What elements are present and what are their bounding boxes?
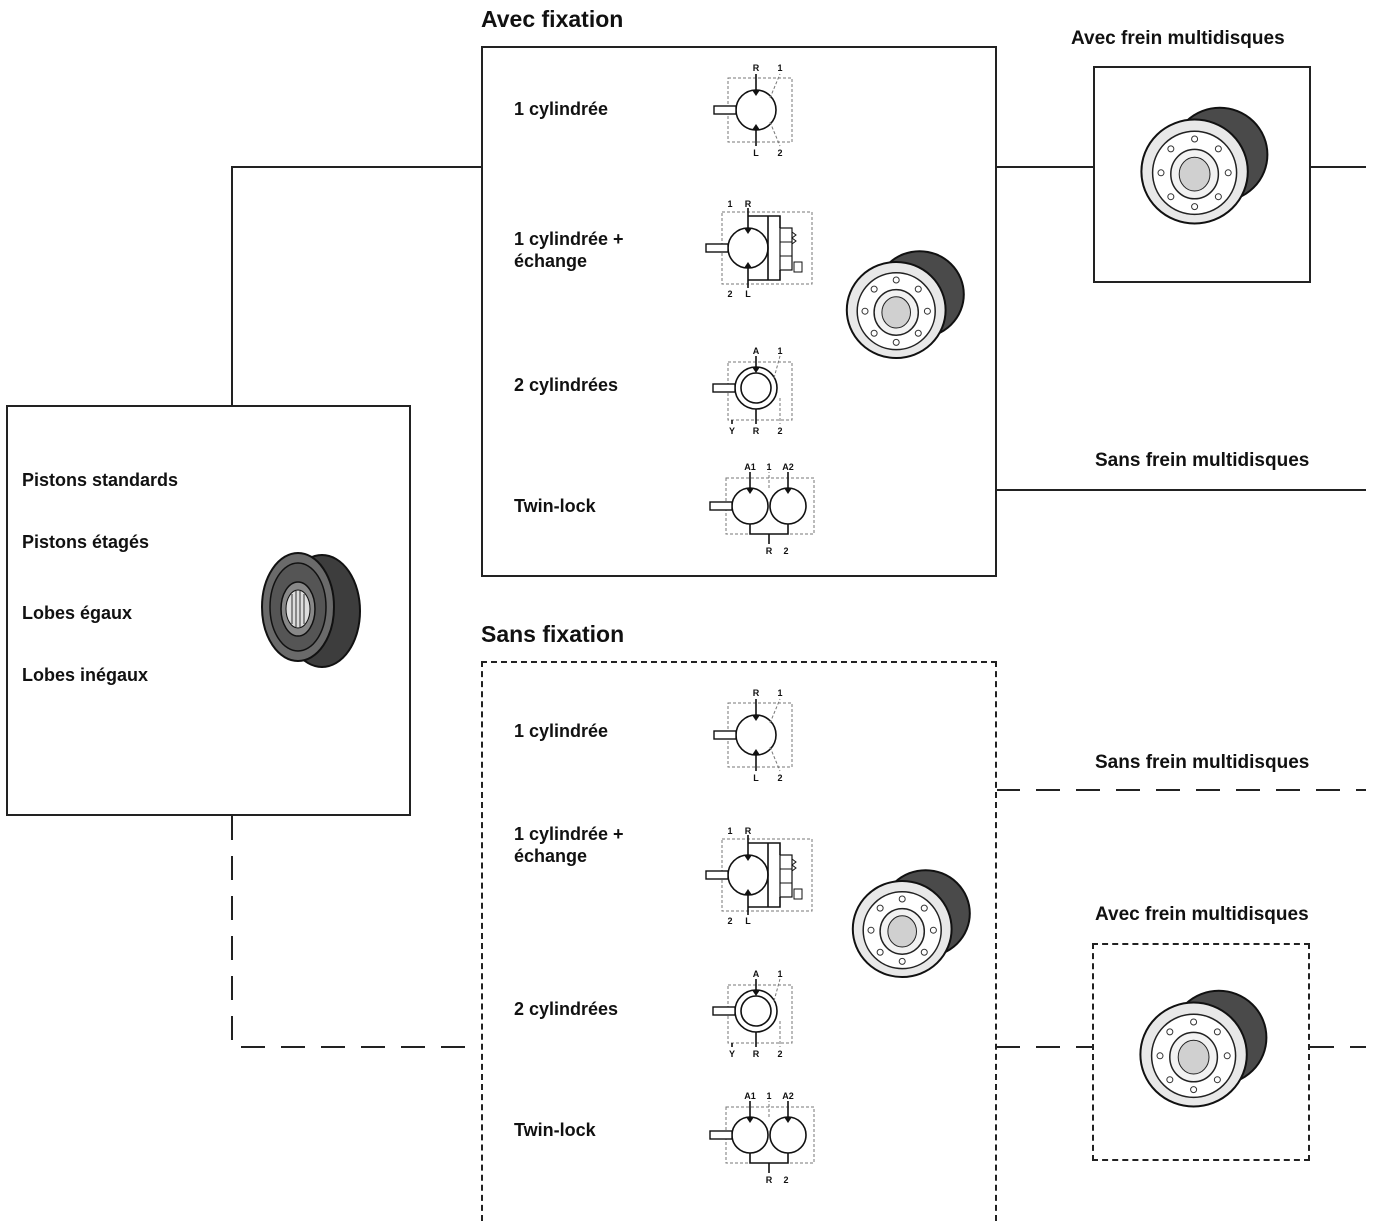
svg-text:R: R — [753, 1049, 760, 1059]
svg-text:R: R — [745, 826, 752, 836]
svg-text:R: R — [766, 546, 773, 556]
svg-text:1: 1 — [727, 199, 732, 209]
svg-text:Y: Y — [729, 426, 735, 436]
base-motor-illustration — [261, 552, 361, 668]
svg-text:1: 1 — [777, 63, 782, 73]
svg-text:2: 2 — [777, 426, 782, 436]
top-brake-box — [1093, 66, 1311, 283]
svg-text:A: A — [753, 969, 760, 979]
svg-text:1: 1 — [766, 1091, 771, 1101]
svg-text:2: 2 — [783, 546, 788, 556]
svg-text:L: L — [753, 773, 759, 783]
with-mounting-title: Avec fixation — [481, 6, 624, 32]
svg-text:A1: A1 — [744, 1091, 756, 1101]
single-displacement-motor-symbol: R 1L 2 — [713, 688, 793, 783]
with-mounting-box: 1 cylindrée 1 cylindrée + échange 2 cyli… — [481, 46, 997, 577]
svg-text:2: 2 — [727, 916, 732, 926]
single-displacement-motor-symbol: R 1L 2 — [713, 63, 793, 158]
top-without-brake-label: Sans frein multidisques — [1095, 450, 1310, 471]
without-mounting-row-twin: Twin-lock — [514, 1120, 596, 1140]
top-with-brake-label: Avec frein multidisques — [1071, 28, 1285, 49]
svg-text:L: L — [745, 916, 751, 926]
svg-text:1: 1 — [727, 826, 732, 836]
svg-text:A1: A1 — [744, 462, 756, 472]
base-item-unequal-lobes: Lobes inégaux — [22, 665, 149, 685]
base-item-equal-lobes: Lobes égaux — [22, 603, 133, 623]
connector-solid-base-to-with-mounting — [231, 166, 482, 406]
svg-text:A2: A2 — [782, 1091, 794, 1101]
motor-with-brake-illustration — [1140, 106, 1269, 225]
motor-with-mounting-illustration — [845, 250, 965, 359]
svg-text:L: L — [753, 148, 759, 158]
base-item-standard-pistons: Pistons standards — [22, 470, 179, 490]
bottom-without-brake-label: Sans frein multidisques — [1095, 752, 1310, 773]
svg-text:L: L — [745, 289, 751, 299]
svg-text:R: R — [745, 199, 752, 209]
motor-without-mounting-illustration — [851, 869, 971, 978]
flushing-motor-symbol: 1 R 2 L — [705, 199, 813, 299]
base-item-stepped-pistons: Pistons étagés — [22, 532, 150, 552]
dual-displacement-motor-symbol: A 1Y R 2 — [712, 969, 793, 1059]
bottom-brake-box — [1092, 943, 1310, 1161]
svg-text:2: 2 — [777, 148, 782, 158]
svg-text:2: 2 — [727, 289, 732, 299]
svg-text:1: 1 — [777, 346, 782, 356]
svg-text:R: R — [753, 688, 760, 698]
svg-text:R: R — [766, 1175, 773, 1185]
flushing-motor-symbol: 1 R 2 L — [705, 826, 813, 926]
svg-text:Y: Y — [729, 1049, 735, 1059]
with-mounting-row-flushing: 1 cylindrée + échange — [514, 229, 624, 271]
svg-text:2: 2 — [777, 773, 782, 783]
dual-displacement-motor-symbol: A 1Y R 2 — [712, 346, 793, 436]
without-mounting-title: Sans fixation — [481, 621, 625, 647]
svg-text:1: 1 — [766, 462, 771, 472]
svg-text:1: 1 — [777, 688, 782, 698]
svg-text:A2: A2 — [782, 462, 794, 472]
with-mounting-row-dual: 2 cylindrées — [514, 375, 619, 395]
without-mounting-row-flushing: 1 cylindrée + échange — [514, 824, 624, 866]
without-mounting-row-single: 1 cylindrée — [514, 721, 609, 741]
motor-with-brake-illustration — [1139, 989, 1268, 1108]
svg-text:1: 1 — [777, 969, 782, 979]
svg-text:R: R — [753, 426, 760, 436]
bottom-with-brake-label: Avec frein multidisques — [1095, 904, 1309, 925]
without-mounting-row-dual: 2 cylindrées — [514, 999, 619, 1019]
without-mounting-box: 1 cylindrée 1 cylindrée + échange 2 cyli… — [481, 661, 997, 1221]
svg-text:2: 2 — [777, 1049, 782, 1059]
with-mounting-row-single: 1 cylindrée — [514, 99, 609, 119]
svg-text:R: R — [753, 63, 760, 73]
with-mounting-row-twin: Twin-lock — [514, 496, 596, 516]
svg-text:A: A — [753, 346, 760, 356]
svg-text:2: 2 — [783, 1175, 788, 1185]
connector-lines — [231, 166, 1366, 1048]
base-motor-box: Pistons standards Pistons étagés Lobes é… — [6, 405, 411, 816]
connector-dashed-base-to-without-mounting — [231, 816, 482, 1048]
